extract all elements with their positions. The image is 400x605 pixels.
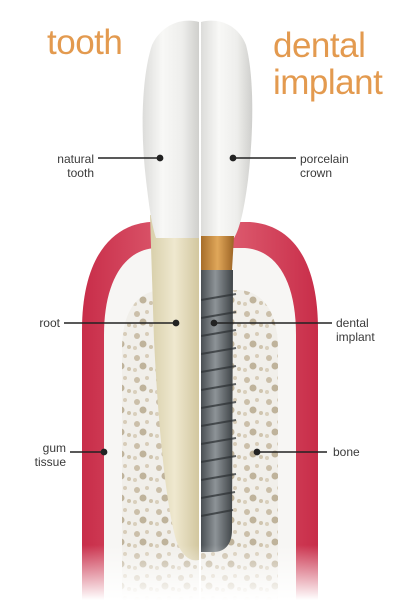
- implant-screw-shape: [201, 270, 233, 552]
- label-porcelain-crown: porcelain crown: [300, 152, 349, 180]
- label-gum-tissue: gum tissue: [34, 441, 66, 469]
- heading-dental-implant: dental implant: [273, 26, 383, 102]
- dot-dental-implant: [210, 319, 218, 327]
- abutment-shape: [201, 236, 234, 270]
- dot-bone: [253, 448, 261, 456]
- porcelain-crown-shape: [201, 20, 253, 238]
- leader-lines: [64, 154, 332, 456]
- label-bone: bone: [333, 445, 360, 459]
- dot-gum-tissue: [100, 448, 108, 456]
- tooth-root-shape: [150, 215, 199, 561]
- label-natural-tooth: natural tooth: [57, 152, 94, 180]
- bottom-fade: [0, 545, 400, 600]
- dot-porcelain-crown: [229, 154, 237, 162]
- label-dental-implant: dental implant: [336, 316, 375, 344]
- natural-tooth-crown-shape: [142, 20, 199, 238]
- label-root: root: [39, 316, 60, 330]
- dot-root: [172, 319, 180, 327]
- dot-natural-tooth: [156, 154, 164, 162]
- implant-threads: [200, 293, 237, 517]
- heading-tooth: tooth: [47, 23, 123, 62]
